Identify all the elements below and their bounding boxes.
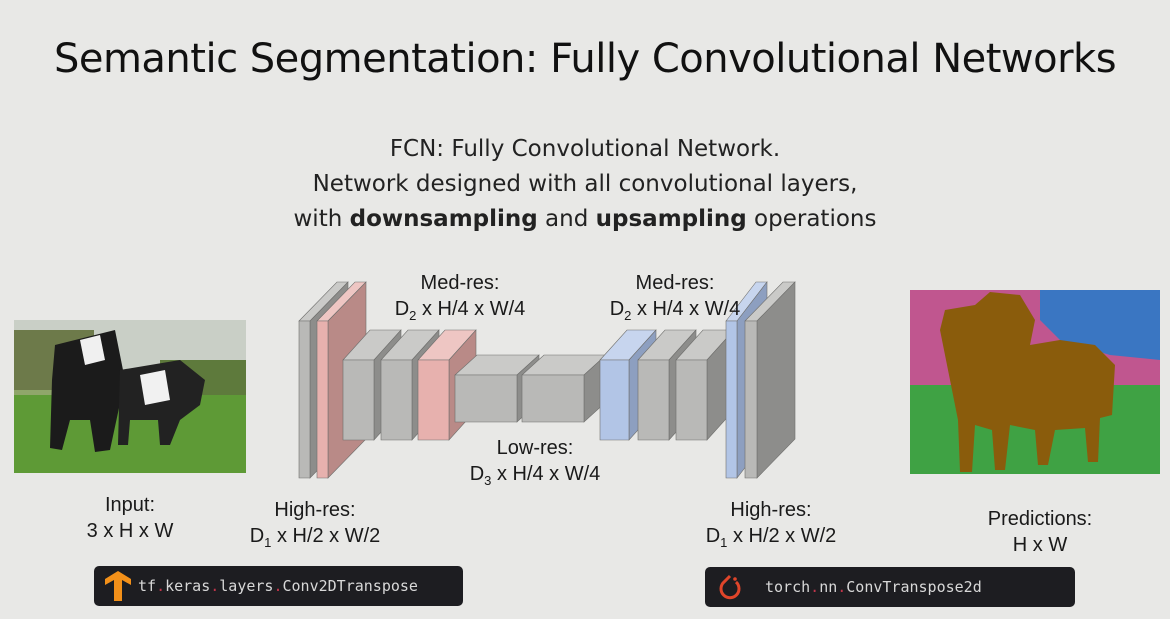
layer-block-gray bbox=[521, 354, 607, 423]
text: 1 bbox=[720, 535, 728, 550]
layer-block-gray bbox=[744, 281, 796, 479]
text: 3 bbox=[484, 473, 492, 488]
text: D bbox=[705, 525, 721, 547]
text: D bbox=[249, 525, 265, 547]
text: D bbox=[469, 463, 485, 485]
text: H x W bbox=[1012, 534, 1068, 556]
bold-downsampling: downsampling bbox=[349, 206, 538, 232]
high-res-right-label: High-res: D1 x H/2 x W/2 bbox=[676, 497, 866, 556]
text: High-res: bbox=[274, 499, 356, 521]
text: with bbox=[293, 206, 350, 232]
text: 3 x H x W bbox=[86, 520, 174, 542]
text: keras bbox=[165, 577, 211, 595]
text: Med-res: bbox=[420, 272, 500, 294]
text: D bbox=[394, 298, 410, 320]
text: Med-res: bbox=[635, 272, 715, 294]
text: x H/4 x W/4 bbox=[416, 298, 526, 320]
prediction-segmentation-image bbox=[910, 290, 1160, 474]
tensorflow-logo-icon bbox=[105, 571, 131, 601]
subtitle-line-3: with downsampling and upsampling operati… bbox=[0, 206, 1170, 232]
text: 2 bbox=[409, 308, 417, 323]
text: Conv2DTranspose bbox=[282, 577, 418, 595]
text: x H/2 x W/2 bbox=[271, 525, 381, 547]
text: High-res: bbox=[730, 499, 812, 521]
input-label: Input: 3 x H x W bbox=[40, 492, 220, 544]
text: 1 bbox=[264, 535, 272, 550]
text: D bbox=[609, 298, 625, 320]
predictions-label: Predictions: H x W bbox=[950, 506, 1130, 558]
text: tf bbox=[138, 577, 157, 595]
text: Low-res: bbox=[496, 437, 574, 459]
text: layers bbox=[219, 577, 274, 595]
med-res-right-label: Med-res: D2 x H/4 x W/4 bbox=[580, 270, 770, 329]
text: 2 bbox=[624, 308, 632, 323]
low-res-label: Low-res: D3 x H/4 x W/4 bbox=[440, 435, 630, 494]
bold-upsampling: upsampling bbox=[595, 206, 747, 232]
text: x H/4 x W/4 bbox=[491, 463, 601, 485]
subtitle-line-2: Network designed with all convolutional … bbox=[312, 171, 858, 197]
pytorch-logo-icon bbox=[719, 574, 741, 600]
text: x H/4 x W/4 bbox=[631, 298, 741, 320]
slide-title: Semantic Segmentation: Fully Convolution… bbox=[53, 36, 1117, 82]
text: x H/2 x W/2 bbox=[727, 525, 837, 547]
med-res-left-label: Med-res: D2 x H/4 x W/4 bbox=[365, 270, 555, 329]
subtitle-line-1: FCN: Fully Convolutional Network. bbox=[389, 136, 781, 162]
text: operations bbox=[746, 206, 877, 232]
text: ConvTranspose2d bbox=[846, 578, 982, 596]
text: Input: bbox=[104, 494, 156, 516]
text: torch bbox=[765, 578, 811, 596]
text: and bbox=[537, 206, 596, 232]
high-res-left-label: High-res: D1 x H/2 x W/2 bbox=[220, 497, 410, 556]
text: nn bbox=[819, 578, 838, 596]
tf-conv2dtranspose-snippet: tf.keras.layers.Conv2DTranspose bbox=[94, 566, 463, 606]
torch-convtranspose2d-snippet: torch.nn.ConvTranspose2d bbox=[705, 567, 1075, 607]
text: Predictions: bbox=[987, 508, 1093, 530]
